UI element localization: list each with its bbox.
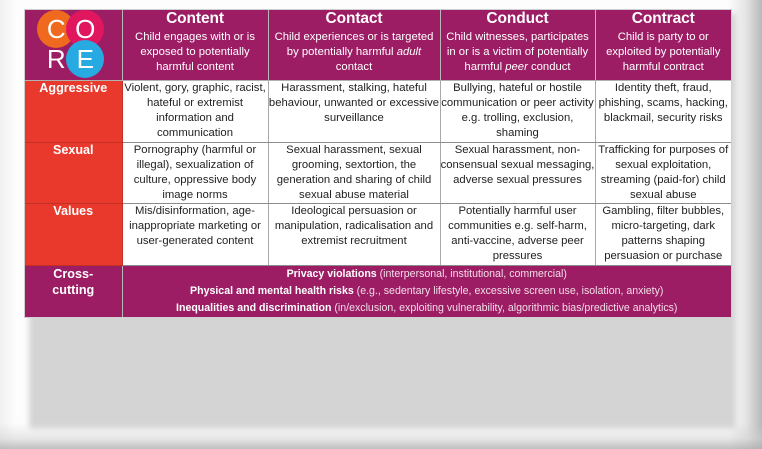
subtitle-emphasis: adult <box>396 45 422 58</box>
background-shadow-left <box>0 0 16 449</box>
column-header-subtitle: Child witnesses, participates in or is a… <box>441 30 595 74</box>
cell-values-content: Mis/disinformation, age-inappropriate ma… <box>122 203 269 266</box>
row-label-aggressive: Aggressive <box>25 80 123 143</box>
cross-cutting-line-rest: (e.g., sedentary lifestyle, excessive sc… <box>353 284 664 297</box>
logo-letter-c: C <box>46 14 66 44</box>
row-label-cross-cutting: Cross- cutting <box>25 265 123 317</box>
cross-cutting-line-bold: Inequalities and discrimination <box>176 301 332 314</box>
cell-values-conduct: Potentially harmful user communities e.g… <box>440 203 596 266</box>
core-logo-cell: C O R E <box>25 10 123 81</box>
cell-sexual-contact: Sexual harassment, sexual grooming, sext… <box>268 142 441 204</box>
column-header-content: Content Child engages with or is exposed… <box>122 10 269 81</box>
subtitle-pre: Child engages with or is exposed to pote… <box>135 31 255 73</box>
cross-cutting-line-privacy: Privacy violations (interpersonal, insti… <box>123 266 732 283</box>
column-header-contract: Contract Child is party to or exploited … <box>595 10 731 81</box>
column-header-title: Contact <box>325 10 383 27</box>
cross-cutting-line-rest: (in/exclusion, exploiting vulnerability,… <box>331 301 678 314</box>
logo-letter-o: O <box>75 14 96 44</box>
logo-circle-blue-icon <box>66 40 105 78</box>
column-header-title: Contract <box>631 10 695 27</box>
cross-cutting-label-line2: cutting <box>52 282 95 297</box>
table-header-row: C O R E Content Child engages with or is… <box>25 10 731 81</box>
subtitle-post: contact <box>335 60 373 73</box>
column-header-subtitle: Child engages with or is exposed to pote… <box>123 30 268 74</box>
column-header-conduct: Conduct Child witnesses, participates in… <box>440 10 596 81</box>
cross-cutting-line-bold: Privacy violations <box>286 267 377 280</box>
core-logo: C O R E <box>35 10 111 80</box>
table-row: Aggressive Violent, gory, graphic, racis… <box>25 80 731 143</box>
subtitle-pre: Child experiences or is targeted by pote… <box>274 31 434 58</box>
cell-values-contact: Ideological persuasion or manipulation, … <box>268 203 441 266</box>
column-header-title: Conduct <box>486 10 549 27</box>
logo-letter-r: R <box>46 44 66 74</box>
logo-letter-e: E <box>76 44 94 74</box>
cell-sexual-conduct: Sexual harassment, non-consensual sexual… <box>440 142 596 204</box>
table-row: Values Mis/disinformation, age-inappropr… <box>25 203 731 266</box>
cell-aggressive-contact: Harassment, stalking, hateful behaviour,… <box>268 80 441 143</box>
subtitle-emphasis: peer <box>505 60 528 73</box>
row-label-values: Values <box>25 203 123 266</box>
cross-cutting-line-inequalities: Inequalities and discrimination (in/excl… <box>123 300 732 317</box>
column-header-title: Content <box>166 10 224 27</box>
cell-aggressive-conduct: Bullying, hateful or hostile communicati… <box>440 80 596 143</box>
core-risk-matrix-table: C O R E Content Child engages with or is… <box>25 10 731 317</box>
cross-cutting-line-bold: Physical and mental health risks <box>190 284 354 297</box>
subtitle-pre: Child witnesses, participates in or is a… <box>446 31 589 73</box>
table-row: Sexual Pornography (harmful or illegal),… <box>25 142 731 204</box>
subtitle-post: conduct <box>527 60 571 73</box>
cross-cutting-row: Cross- cutting Privacy violations (inter… <box>25 265 731 317</box>
column-header-contact: Contact Child experiences or is targeted… <box>268 10 441 81</box>
cell-aggressive-contract: Identity theft, fraud, phishing, scams, … <box>595 80 731 143</box>
cross-cutting-line-health: Physical and mental health risks (e.g., … <box>123 283 732 300</box>
column-header-subtitle: Child experiences or is targeted by pote… <box>269 30 440 74</box>
cross-cutting-content: Privacy violations (interpersonal, insti… <box>122 265 731 317</box>
cell-sexual-content: Pornography (harmful or illegal), sexual… <box>122 142 269 204</box>
cross-cutting-line-rest: (interpersonal, institutional, commercia… <box>376 267 567 280</box>
column-header-subtitle: Child is party to or exploited by potent… <box>596 30 732 74</box>
cross-cutting-label-line1: Cross- <box>53 266 94 281</box>
cell-values-contract: Gambling, filter bubbles, micro-targetin… <box>595 203 731 266</box>
row-label-sexual: Sexual <box>25 142 123 204</box>
subtitle-pre: Child is party to or exploited by potent… <box>606 31 721 73</box>
cell-aggressive-content: Violent, gory, graphic, racist, hateful … <box>122 80 269 143</box>
cell-sexual-contract: Trafficking for purposes of sexual explo… <box>595 142 731 204</box>
